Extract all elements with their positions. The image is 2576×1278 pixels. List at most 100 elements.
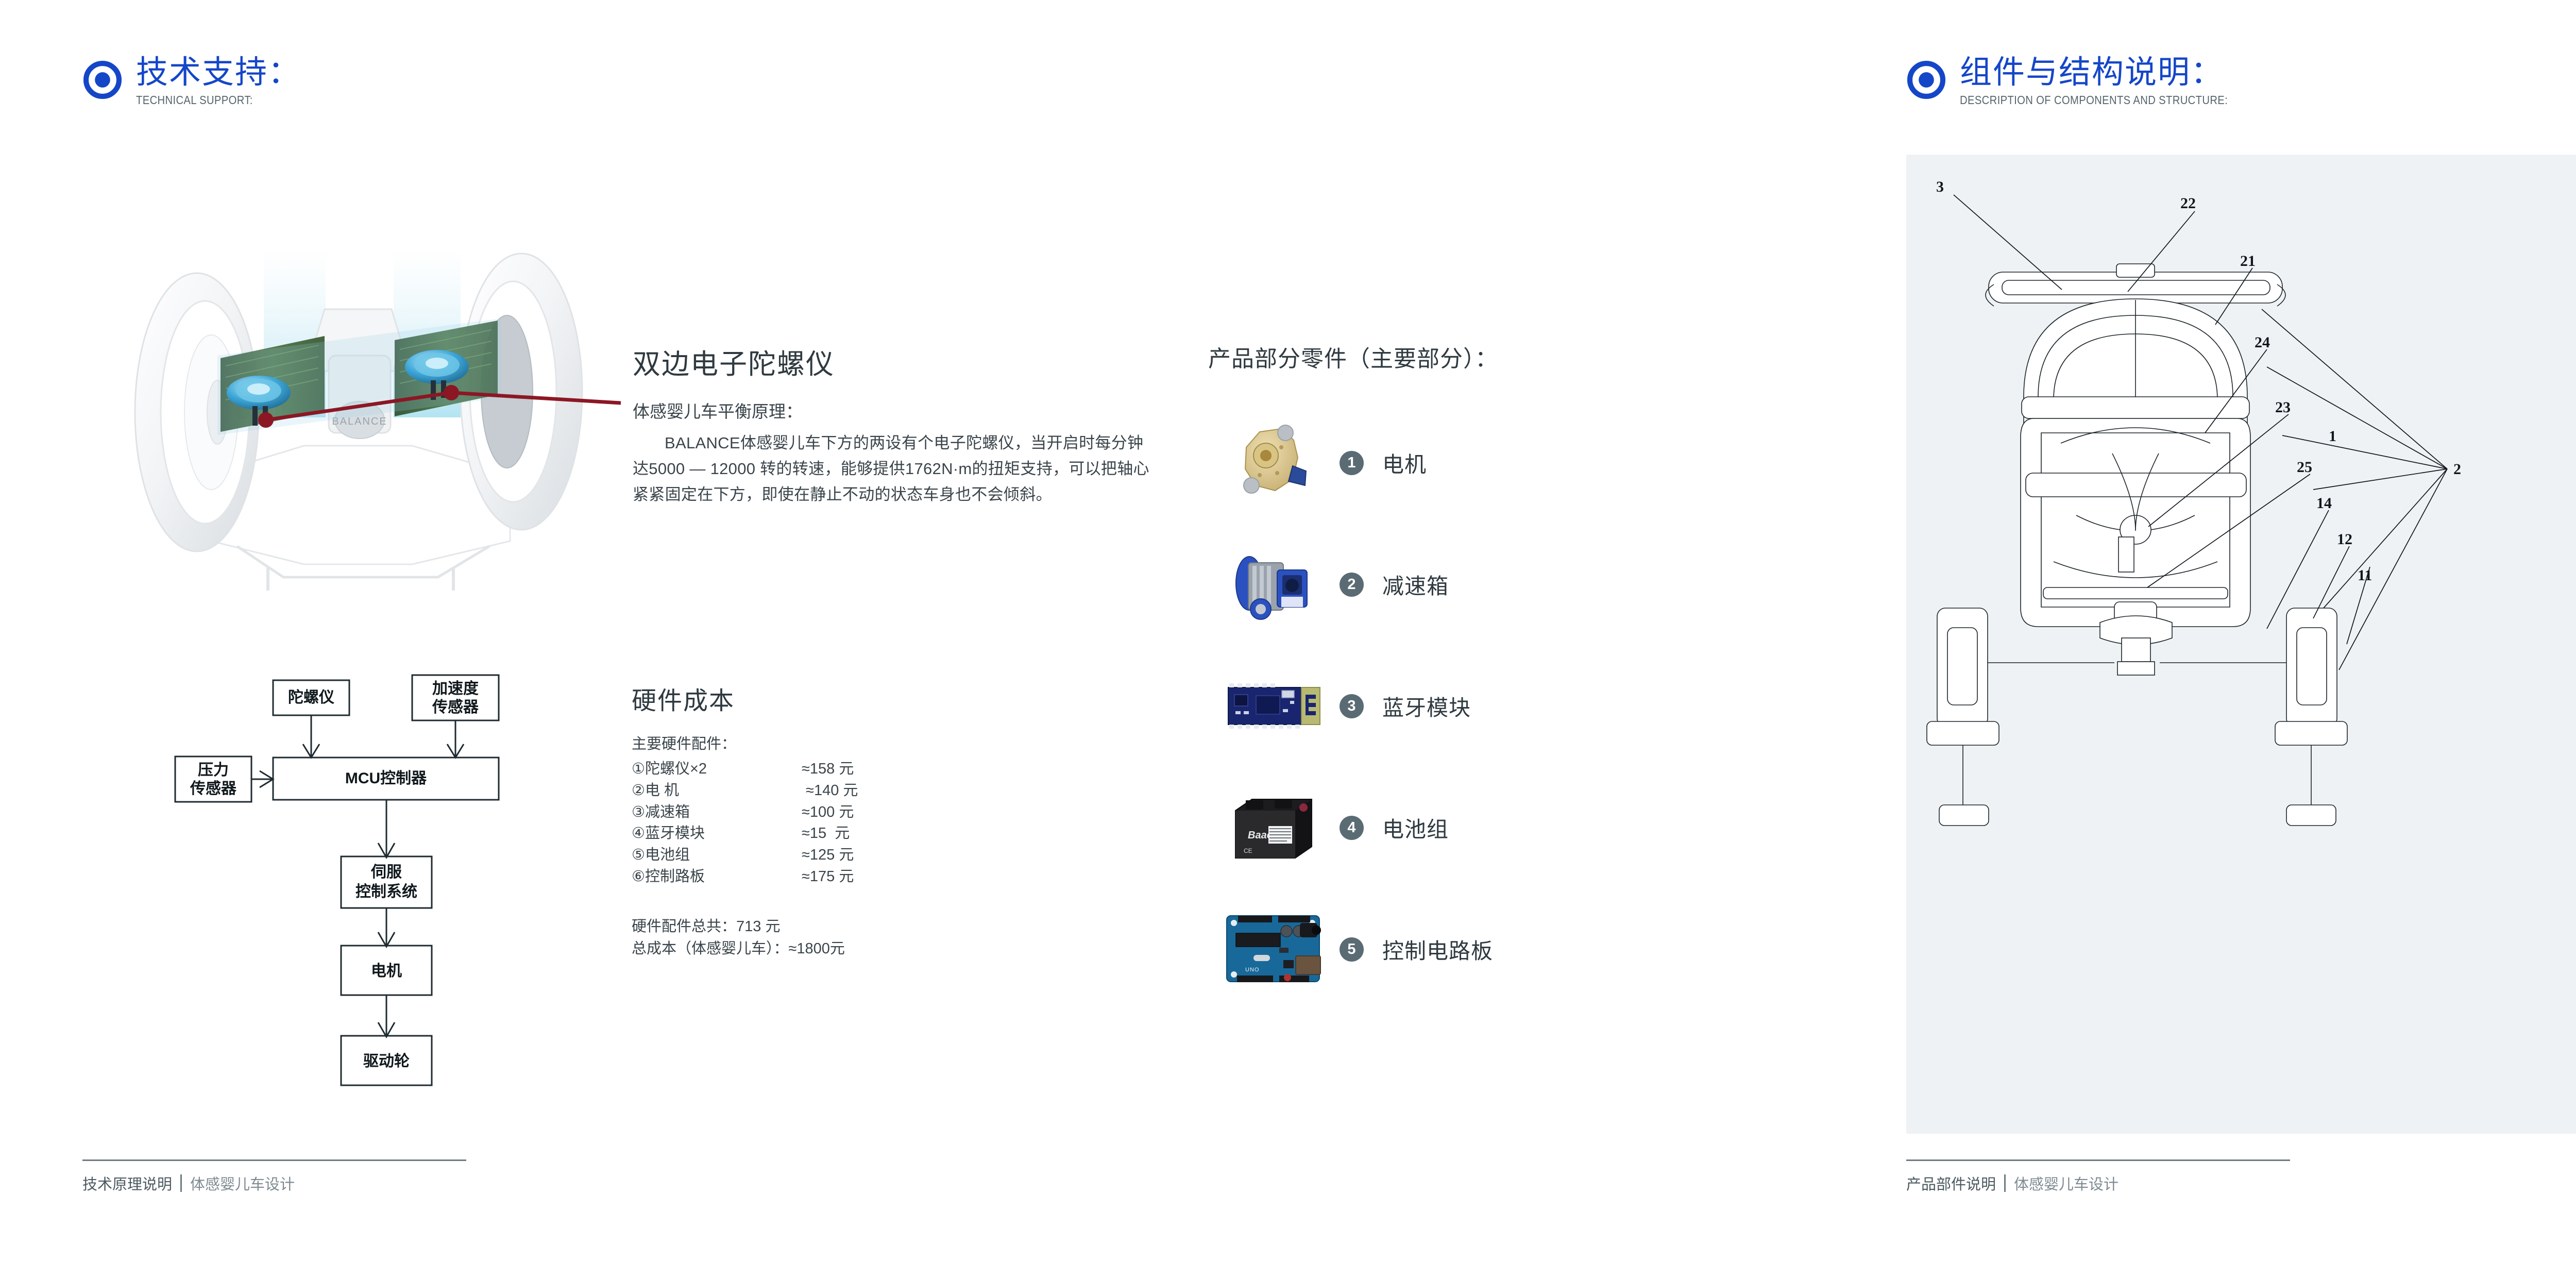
part-number-badge: 5: [1340, 937, 1364, 962]
cost-subtotal: 硬件配件总共：713 元: [632, 918, 781, 935]
part-list-item: Baace CE 4 电池组: [1208, 767, 1749, 888]
flow-arrows: [251, 715, 465, 1039]
hero-product-render: BALANCE: [82, 186, 629, 598]
footer-primary-label: 产品部件说明: [1906, 1176, 1996, 1193]
cost-row: ③减速箱 ≈100 元: [632, 802, 1095, 823]
callout-22: 22: [2180, 195, 2196, 212]
cost-item-price: ≈100 元: [802, 803, 854, 820]
stepper-motor-photo-icon: [1208, 411, 1340, 514]
flow-node-servo: [340, 855, 433, 909]
target-circle-icon: [83, 60, 122, 99]
control-system-flowchart: 陀螺仪 加速度 传感器 压力 传感器 MCU控制器 伺服 控制系统 电机: [170, 665, 598, 1113]
left-panel: 技术支持： TECHNICAL SUPPORT:: [82, 57, 1749, 1193]
footer-divider: [82, 1159, 466, 1161]
cost-subtitle: 主要硬件配件：: [632, 736, 737, 752]
flow-node-accel: [411, 674, 500, 721]
part-label: 电池组: [1382, 817, 1449, 842]
left-section-header: 技术支持： TECHNICAL SUPPORT:: [82, 57, 301, 106]
flow-node-mcu: [272, 756, 500, 801]
gyro-text-block: 双边电子陀螺仪 体感婴儿车平衡原理： BALANCE体感婴儿车下方的两设有个电子…: [633, 350, 1153, 508]
right-section-title-en: DESCRIPTION OF COMPONENTS AND STRUCTURE:: [1960, 93, 2228, 107]
callout-21: 21: [2240, 253, 2256, 270]
cost-item-price: ≈125 元: [802, 847, 854, 863]
gyro-subheading: 体感婴儿车平衡原理：: [633, 402, 803, 421]
gearbox-photo-icon: [1208, 533, 1340, 636]
flow-node-accel-label2: 传感器: [432, 699, 479, 716]
cost-row: ⑥控制路板 ≈175 元: [632, 866, 1095, 888]
right-section-header: 组件与结构说明： DESCRIPTION OF COMPONENTS AND S…: [1906, 57, 2264, 106]
callout-24: 24: [2255, 334, 2270, 351]
flow-node-motor-label: 电机: [371, 963, 402, 980]
callout-12: 12: [2337, 531, 2352, 548]
cost-item-index: ③: [632, 803, 645, 820]
callout-23: 23: [2275, 399, 2291, 416]
flow-node-pressure-label2: 传感器: [190, 780, 237, 797]
cost-row: ⑤电池组 ≈125 元: [632, 845, 1095, 866]
cost-item-name: 蓝牙模块: [645, 825, 705, 842]
flow-node-servo-label2: 控制系统: [355, 883, 417, 900]
cost-item-name: 减速箱: [645, 803, 690, 820]
target-circle-icon: [1907, 60, 1946, 99]
part-list-item: 2 减速箱: [1208, 524, 1749, 645]
part-label: 减速箱: [1382, 574, 1449, 598]
cost-item-index: ②: [632, 782, 645, 799]
callout-1: 1: [2329, 428, 2336, 445]
svg-text:UNO: UNO: [1245, 967, 1259, 973]
callout-11: 11: [2358, 567, 2372, 584]
patent-drawing-set: 3 22 21 24 23 25 14 12 11 2 1: [1926, 178, 2461, 826]
hardware-cost-block: 硬件成本 主要硬件配件： ①陀螺仪×2 ≈158 元 ②电 机 ≈140 元 ③…: [632, 680, 1095, 961]
bluetooth-module-photo-icon: [1208, 654, 1340, 758]
flow-node-wheel-label: 驱动轮: [363, 1053, 410, 1070]
cost-item-name: 电池组: [645, 847, 690, 863]
cost-title: 硬件成本: [632, 687, 735, 715]
right-panel: 组件与结构说明： DESCRIPTION OF COMPONENTS AND S…: [1834, 0, 2576, 1278]
cost-row: ②电 机 ≈140 元: [632, 780, 1095, 802]
callout-25: 25: [2297, 459, 2312, 476]
flow-node-servo-label1: 伺服: [370, 864, 402, 881]
cost-item-index: ④: [632, 825, 645, 842]
flow-node-wheel: [340, 1035, 433, 1086]
callout-leader: [258, 385, 621, 428]
cost-total: 总成本（体感婴儿车）：≈1800元: [632, 940, 845, 957]
cost-item-index: ①: [632, 761, 645, 777]
flow-node-mcu-label: MCU控制器: [345, 770, 427, 787]
cost-row: ①陀螺仪×2 ≈158 元: [632, 759, 1095, 780]
footer-primary-label: 技术原理说明: [82, 1176, 173, 1193]
flow-node-gyro-label: 陀螺仪: [288, 689, 334, 706]
cost-item-index: ⑥: [632, 868, 645, 885]
left-section-title-cn: 技术支持：: [136, 55, 301, 90]
arduino-board-photo-icon: UNO: [1208, 898, 1340, 1001]
callout-14: 14: [2316, 495, 2332, 512]
footer-secondary-label: 体感婴儿车设计: [190, 1176, 295, 1193]
gyro-heading: 双边电子陀螺仪: [633, 349, 835, 380]
parts-list-block: 产品部分零件（主要部分）：: [1208, 340, 1749, 1010]
footer-separator: [180, 1174, 182, 1192]
flow-node-pressure-label1: 压力: [198, 762, 229, 779]
part-list-item: 3 蓝牙模块: [1208, 645, 1749, 767]
flow-node-motor: [340, 945, 433, 996]
brand-badge-text: BALANCE: [332, 416, 387, 427]
cost-item-name: 陀螺仪×2: [645, 761, 707, 777]
gyro-body-text: BALANCE体感婴儿车下方的两设有个电子陀螺仪，当开启时每分钟达5000 — …: [633, 434, 1149, 504]
footer-secondary-label: 体感婴儿车设计: [2014, 1176, 2119, 1193]
balance-chassis-illustration: BALANCE: [134, 247, 621, 591]
footer-divider: [1906, 1159, 2290, 1161]
parts-list-title: 产品部分零件（主要部分）：: [1208, 346, 1498, 372]
part-number-badge: 3: [1340, 694, 1364, 718]
part-label: 蓝牙模块: [1382, 695, 1471, 720]
cost-item-price: ≈175 元: [802, 868, 854, 885]
right-footer: 产品部件说明 体感婴儿车设计: [1906, 1159, 2290, 1201]
part-number-badge: 1: [1340, 450, 1364, 475]
cost-item-price: ≈158 元: [802, 761, 854, 777]
flow-node-pressure: [174, 755, 252, 803]
cost-item-index: ⑤: [632, 847, 645, 863]
callout-3: 3: [1936, 178, 1944, 195]
svg-text:CE: CE: [1244, 847, 1252, 854]
part-list-item: UNO 5 控制电路板: [1208, 888, 1749, 1010]
technical-drawing-card: 3 22 21 24 23 25 14 12 11 2 1: [1906, 155, 2576, 1134]
gyroscope-right: [405, 350, 469, 400]
part-number-badge: 2: [1340, 572, 1364, 597]
part-label: 电机: [1382, 452, 1427, 477]
part-list-item: 1 电机: [1208, 402, 1749, 524]
